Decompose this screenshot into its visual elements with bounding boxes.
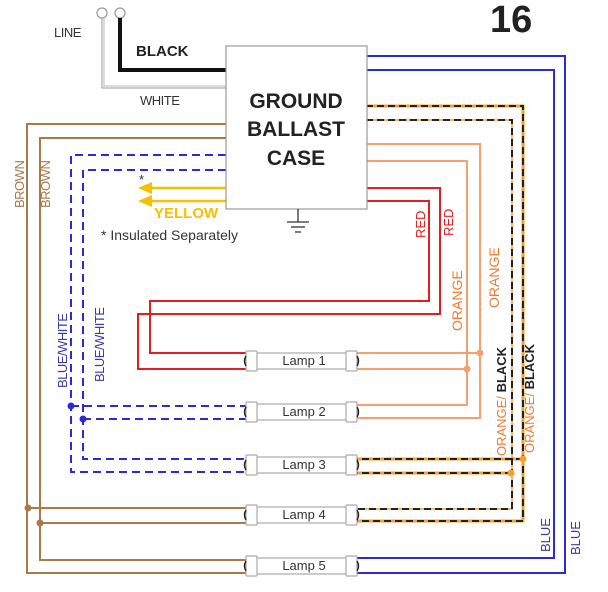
junction-orangeblack-1	[519, 455, 527, 463]
diagram-number: 16	[490, 0, 532, 41]
arrow-yellow-2	[138, 195, 152, 207]
lamp-cap-left	[245, 555, 258, 577]
lamp-cap-right	[345, 555, 358, 577]
lamp-cap-left	[245, 454, 258, 476]
line-terminal-black	[114, 7, 126, 19]
wire-white-2	[103, 18, 226, 87]
footnote-insulated: * Insulated Separately	[101, 227, 238, 243]
ballast-label-line1: GROUND	[249, 90, 342, 113]
asterisk-mark: *	[139, 172, 144, 187]
red-label-inner: RED	[413, 211, 428, 238]
lamp-pin-right	[356, 406, 360, 418]
white-label: WHITE	[140, 93, 180, 108]
wire-brown-inner	[39, 137, 246, 561]
lamp-cap-right	[345, 454, 358, 476]
wire-bluewhite-inner	[82, 169, 246, 460]
ground-icon	[287, 209, 309, 233]
lamp-pin-left	[243, 459, 247, 471]
junction-orange-1	[476, 349, 484, 357]
lamp-cap-right	[345, 401, 358, 423]
lamp-4: Lamp 4	[243, 504, 360, 526]
red-label-outer: RED	[441, 209, 456, 236]
wire-bluewhite-outer	[70, 154, 246, 473]
junction-bluewhite-1	[67, 402, 75, 410]
yellow-label: YELLOW	[154, 205, 219, 222]
wire-orangeblack-inner	[356, 119, 513, 510]
junction-brown-2	[36, 519, 44, 527]
lamp-2: Lamp 2	[243, 401, 360, 423]
lamp-label: Lamp 1	[282, 353, 325, 368]
lamp-pin-right	[356, 509, 360, 521]
line-terminal-white	[96, 7, 108, 19]
lamp-pin-left	[243, 406, 247, 418]
wire-brown-outer	[26, 123, 246, 574]
lamp-cap-left	[245, 401, 258, 423]
lamp-label: Lamp 5	[282, 558, 325, 573]
lamp-pin-right	[356, 355, 360, 367]
brown-label-outer: BROWN	[12, 161, 27, 208]
lamp-cap-left	[245, 350, 258, 372]
lamp-3: Lamp 3	[243, 454, 360, 476]
ballast-label-line2: BALLAST	[247, 118, 345, 141]
orangeblack-label-inner: ORANGE/ BLACK	[494, 346, 509, 456]
wire-white	[101, 18, 226, 89]
arrow-yellow-1	[138, 182, 152, 194]
lamp-label: Lamp 3	[282, 457, 325, 472]
lamp-pin-right	[356, 560, 360, 572]
blue-label-outer: BLUE	[568, 521, 583, 555]
lamp-pin-left	[243, 509, 247, 521]
bluewhite-label-inner: BLUE/WHITE	[92, 307, 107, 382]
junction-orange-2	[463, 365, 471, 373]
wire-orange-outer	[356, 143, 481, 354]
wire-orange-outer-branch	[356, 353, 481, 419]
lamp-label: Lamp 4	[282, 507, 325, 522]
wire-black	[118, 18, 226, 72]
wire-orange-inner-branch	[356, 369, 468, 406]
ballast-label-line3: CASE	[267, 147, 325, 170]
lamp-cap-left	[245, 504, 258, 526]
lamp-cap-right	[345, 504, 358, 526]
brown-label-inner: BROWN	[38, 161, 53, 208]
orange-label-outer: ORANGE	[486, 247, 502, 308]
junction-bluewhite-2	[79, 415, 87, 423]
ballast-case	[225, 45, 368, 210]
lamps-group: Lamp 1 Lamp 2 Lamp 3 Lamp 4 Lamp 5	[243, 350, 360, 577]
bluewhite-label-outer: BLUE/WHITE	[55, 313, 70, 388]
lamp-cap-right	[345, 350, 358, 372]
line-label: LINE	[54, 25, 82, 40]
lamp-5: Lamp 5	[243, 555, 360, 577]
orangeblack-label-outer: ORANGE/ BLACK	[522, 343, 537, 453]
lamp-pin-left	[243, 355, 247, 367]
lamp-pin-right	[356, 459, 360, 471]
wire-red-outer	[137, 187, 441, 370]
lamp-label: Lamp 2	[282, 404, 325, 419]
junction-orangeblack-2	[507, 469, 515, 477]
wire-orangeblack-outer	[356, 104, 525, 523]
wire-orange-inner	[356, 160, 468, 370]
junction-brown-1	[24, 504, 32, 512]
black-label: BLACK	[136, 43, 189, 60]
wire-blue-inner	[356, 69, 555, 559]
lamp-pin-left	[243, 560, 247, 572]
lamp-1: Lamp 1	[243, 350, 360, 372]
blue-label-inner: BLUE	[538, 518, 553, 552]
wire-blue-outer	[356, 55, 566, 574]
orange-label-inner: ORANGE	[449, 270, 465, 331]
wire-red-inner	[149, 200, 430, 354]
